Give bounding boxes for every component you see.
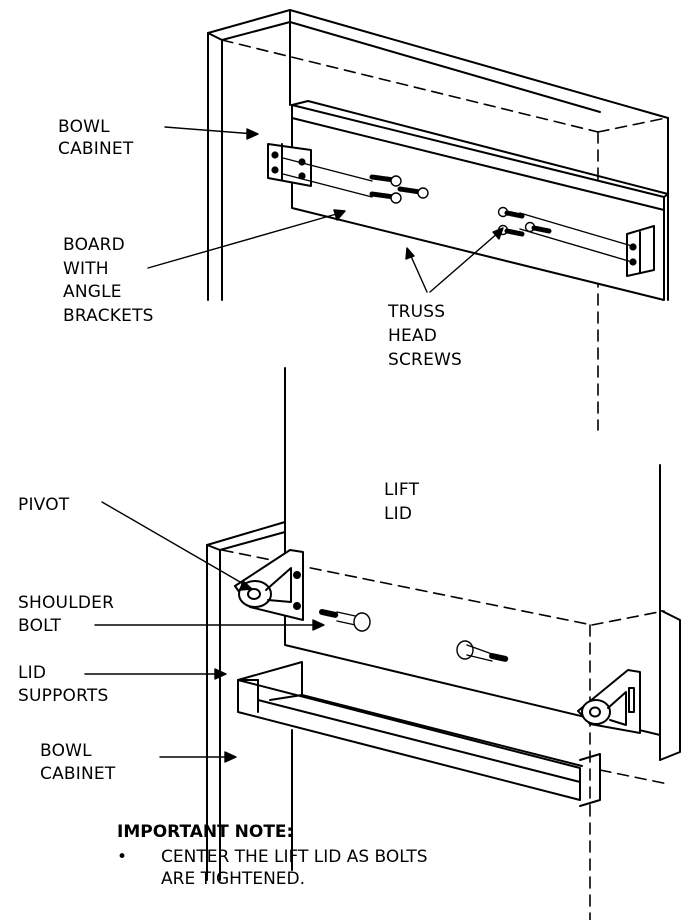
top-leader-lines (147, 126, 504, 293)
important-note-title: IMPORTANT NOTE: (117, 822, 294, 842)
label-line: BOARD (63, 235, 125, 255)
label-bowl-cabinet-bottom: BOWL CABINET (40, 740, 115, 786)
top-bowl-cabinet-drawing (207, 9, 669, 431)
label-line: SHOULDER (18, 593, 115, 613)
label-line: CABINET (40, 764, 116, 784)
label-board-with-angle-brackets: BOARD WITH ANGLE BRACKETS (63, 234, 154, 328)
label-line: BOWL (40, 741, 92, 761)
label-line: ANGLE (63, 282, 122, 302)
label-line: HEAD (388, 326, 438, 346)
shoulder-bolts-drawing (319, 609, 509, 662)
label-line: BOLT (18, 616, 62, 636)
label-line: LID (18, 663, 47, 683)
label-line: PIVOT (18, 495, 70, 515)
label-shoulder-bolt: SHOULDER BOLT (18, 592, 114, 638)
label-line: LID (384, 504, 413, 524)
label-line: CABINET (58, 139, 134, 159)
label-line: TRUSS (388, 302, 446, 322)
label-line: BOWL (58, 117, 110, 137)
label-line: SCREWS (388, 350, 463, 370)
lift-lid-drawing (284, 367, 661, 736)
bottom-bowl-cabinet-drawing (206, 521, 681, 920)
label-line: BRACKETS (63, 305, 154, 326)
label-line: WITH (63, 258, 109, 279)
label-line: LIFT (384, 480, 420, 500)
label-lift-lid: LIFT LID (384, 478, 419, 526)
important-note-item: • CENTER THE LIFT LID AS BOLTS ARE TIGHT… (117, 846, 447, 920)
bullet-marker: • (117, 847, 128, 867)
lid-supports-drawing (237, 661, 583, 801)
label-bowl-cabinet-top: BOWL CABINET (58, 116, 133, 160)
label-lid-supports: LID SUPPORTS (18, 662, 108, 708)
truss-head-screws-drawing (282, 157, 633, 263)
label-pivot: PIVOT (18, 494, 69, 516)
label-truss-head-screws: TRUSS HEAD SCREWS (388, 300, 462, 372)
bottom-leader-lines (84, 501, 325, 763)
board-with-angle-brackets-drawing (267, 100, 669, 301)
important-note-text: CENTER THE LIFT LID AS BOLTS ARE TIGHTEN… (161, 847, 428, 889)
label-line: SUPPORTS (18, 686, 109, 706)
